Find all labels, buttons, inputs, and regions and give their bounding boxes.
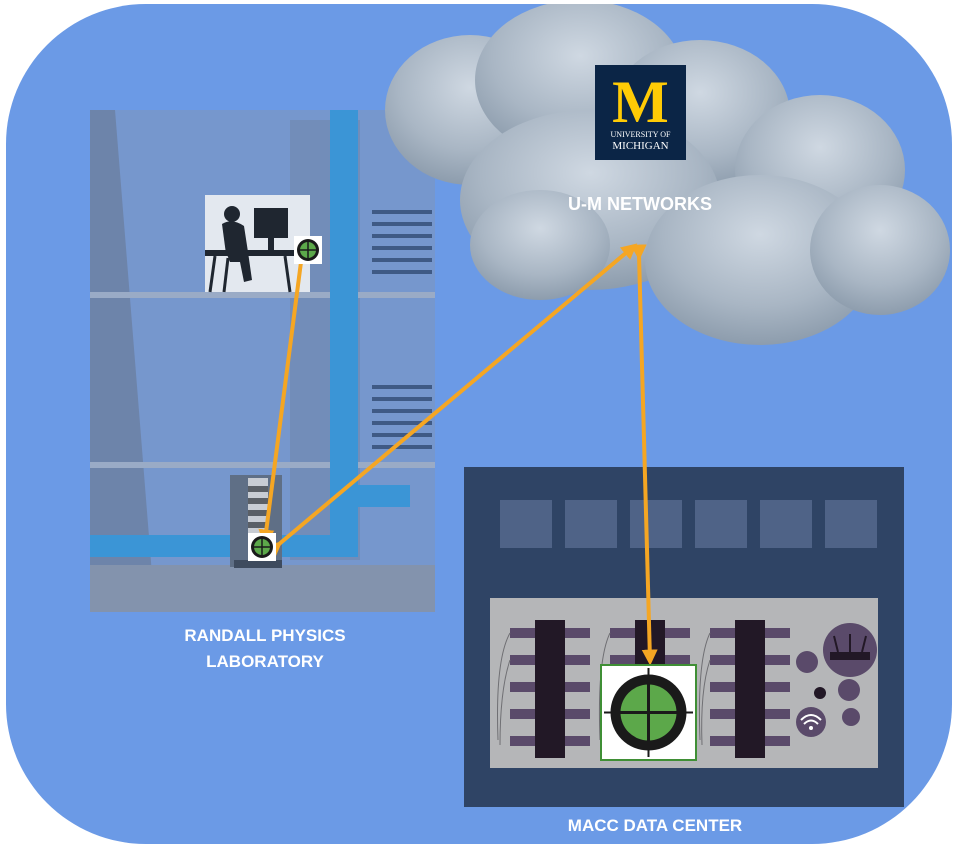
logo-letter: M	[612, 69, 669, 135]
router-icon	[830, 634, 870, 660]
university-logo: M UNIVERSITY OF MICHIGAN	[595, 65, 686, 160]
chip-3	[710, 620, 790, 758]
datacenter-label: MACC DATA CENTER	[567, 816, 743, 835]
target-icon-lab-rack	[248, 533, 276, 561]
connection-arrows	[258, 243, 658, 666]
lab-label: RANDALL PHYSICS LABORATORY	[130, 623, 400, 675]
router-panel	[796, 623, 877, 737]
target-icon-datacenter	[600, 664, 697, 761]
chip-1	[510, 620, 590, 758]
lab-label-line2: LABORATORY	[206, 652, 324, 671]
logo-line2: MICHIGAN	[612, 140, 668, 152]
network-label: U-M NETWORKS	[568, 194, 712, 214]
logo-line1: UNIVERSITY OF	[611, 130, 671, 139]
target-icon-office	[294, 236, 322, 264]
wifi-icon	[796, 707, 826, 737]
um-networks-cloud	[385, 4, 950, 345]
arrow-rack-to-network	[264, 243, 638, 558]
lab-label-line1: RANDALL PHYSICS	[184, 626, 346, 645]
arrow-network-to-datacenter	[630, 244, 658, 666]
